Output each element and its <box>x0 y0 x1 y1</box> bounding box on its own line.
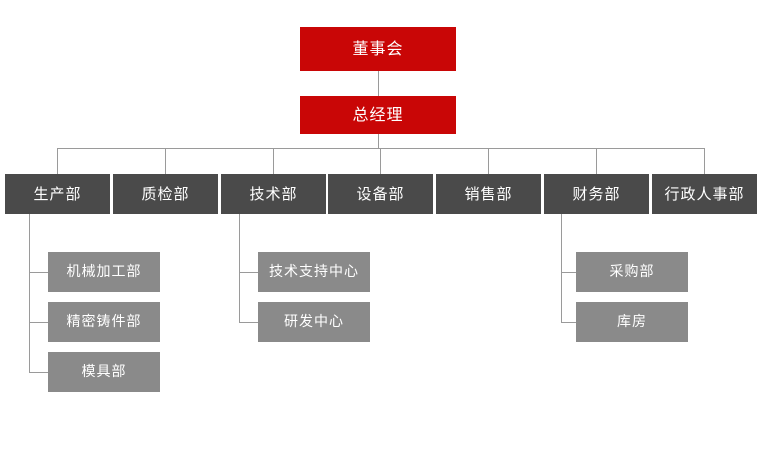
connector-drop-finance <box>596 148 597 174</box>
node-mold-department[interactable]: 模具部 <box>48 352 160 392</box>
node-production-department[interactable]: 生产部 <box>5 174 110 214</box>
connector-gm-to-bus <box>378 134 379 148</box>
connector-drop-quality <box>165 148 166 174</box>
connector-production-to-mold <box>29 372 48 373</box>
connector-drop-sales <box>488 148 489 174</box>
node-research-development-center[interactable]: 研发中心 <box>258 302 370 342</box>
connector-finance-to-warehouse <box>561 322 576 323</box>
connector-technology-to-support-center <box>239 272 258 273</box>
connector-drop-technology <box>273 148 274 174</box>
connector-board-to-gm <box>378 71 379 96</box>
node-procurement-department[interactable]: 采购部 <box>576 252 688 292</box>
node-technology-department[interactable]: 技术部 <box>221 174 326 214</box>
node-technical-support-center[interactable]: 技术支持中心 <box>258 252 370 292</box>
node-precision-casting-department[interactable]: 精密铸件部 <box>48 302 160 342</box>
node-quality-inspection-department[interactable]: 质检部 <box>113 174 218 214</box>
connector-technology-to-rd-center <box>239 322 258 323</box>
node-board-of-directors[interactable]: 董事会 <box>300 27 456 71</box>
node-equipment-department[interactable]: 设备部 <box>328 174 433 214</box>
connector-production-spine <box>29 214 30 372</box>
connector-finance-spine <box>561 214 562 322</box>
connector-technology-spine <box>239 214 240 322</box>
connector-drop-production <box>57 148 58 174</box>
connector-production-to-machining <box>29 272 48 273</box>
connector-drop-equipment <box>380 148 381 174</box>
connector-drop-administration <box>704 148 705 174</box>
node-warehouse[interactable]: 库房 <box>576 302 688 342</box>
node-sales-department[interactable]: 销售部 <box>436 174 541 214</box>
node-administration-hr-department[interactable]: 行政人事部 <box>652 174 757 214</box>
connector-production-to-casting <box>29 322 48 323</box>
connector-finance-to-procurement <box>561 272 576 273</box>
node-finance-department[interactable]: 财务部 <box>544 174 649 214</box>
node-machining-department[interactable]: 机械加工部 <box>48 252 160 292</box>
node-general-manager[interactable]: 总经理 <box>300 96 456 134</box>
